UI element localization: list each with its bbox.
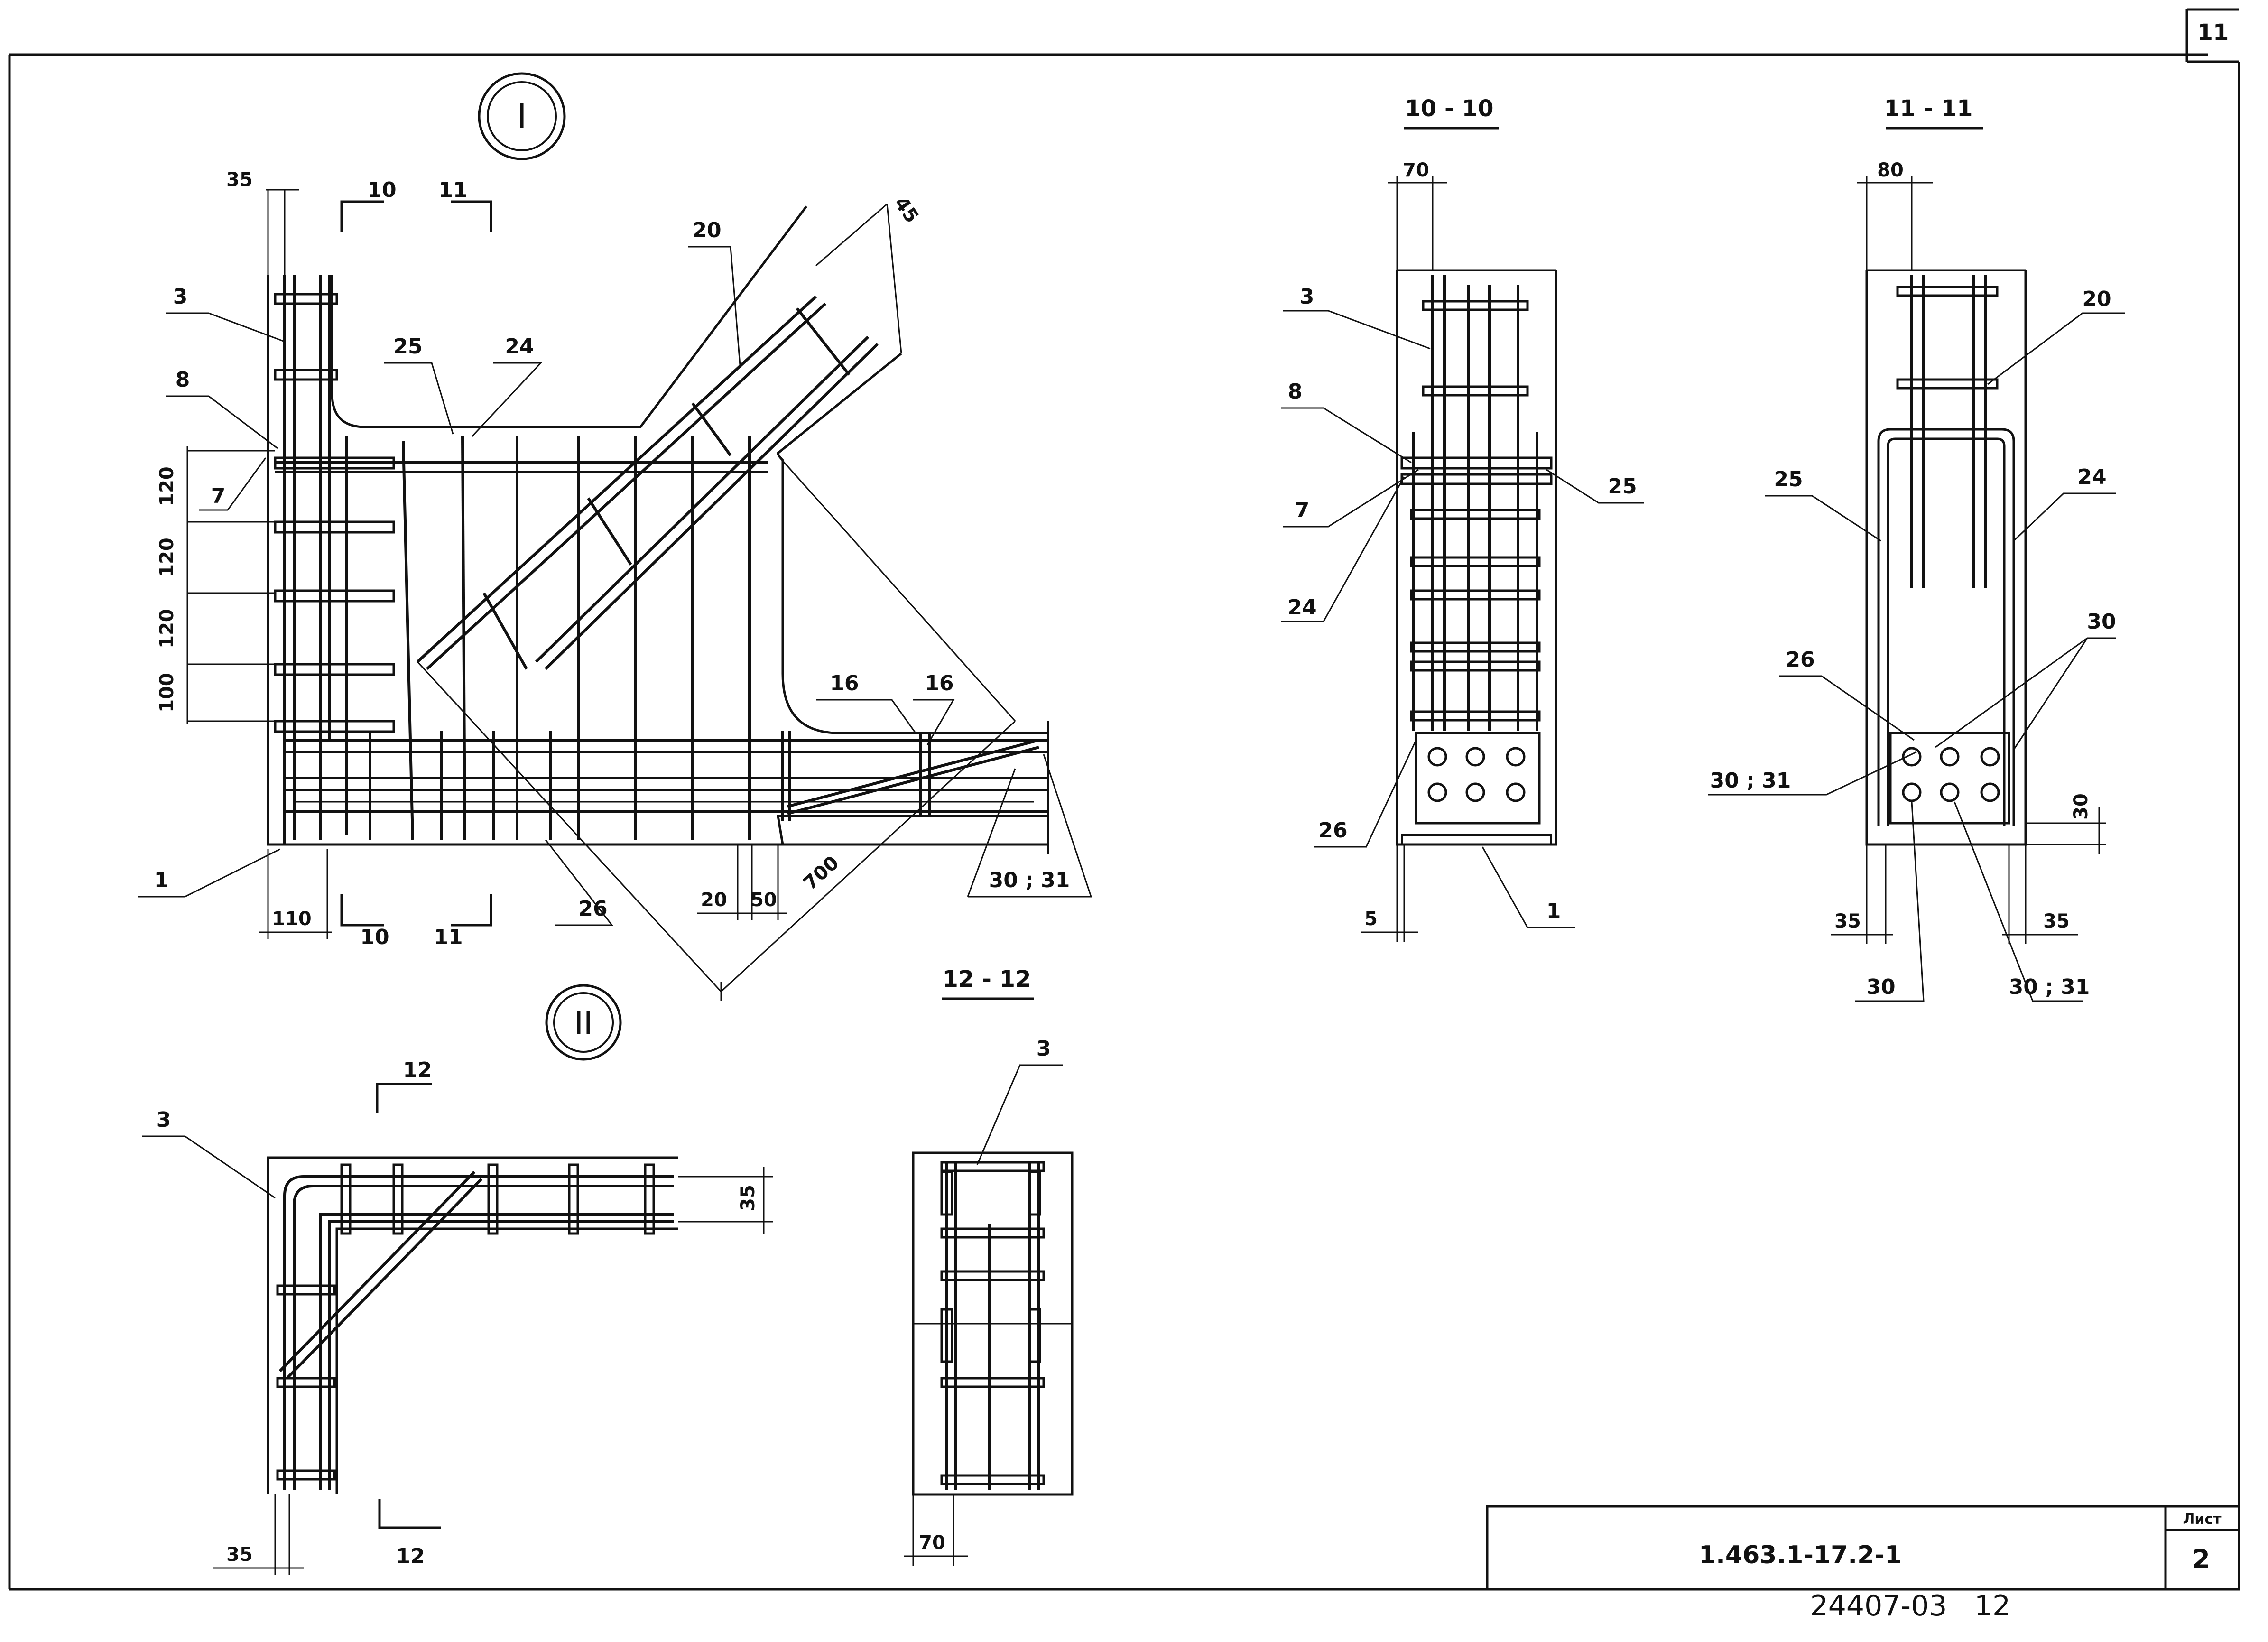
pos-label-25: 25 <box>393 334 422 359</box>
pos-label-7: 7 <box>211 484 226 508</box>
view-2-cut-marks <box>376 1083 441 1529</box>
dim-110: 110 <box>272 908 312 930</box>
view-2-leader-3 <box>142 1135 276 1199</box>
dim-120a: 120 <box>156 466 178 506</box>
section-11-dim-30: 30 <box>2070 793 2092 820</box>
section-12-dimensions <box>904 1494 968 1566</box>
section-11-dim-80: 80 <box>1877 159 1904 181</box>
sheet-frame <box>8 8 2240 1591</box>
section-10-dimensions <box>1361 176 1447 942</box>
view-1-section-cuts <box>340 200 492 927</box>
dim-50: 50 <box>750 889 777 911</box>
section-10-reinforcement <box>1400 275 1553 825</box>
dim-120b: 120 <box>156 538 178 577</box>
section-10-pos-1: 1 <box>1546 899 1561 923</box>
cut-mark-10-top: 10 <box>367 178 396 202</box>
section-11-leaders <box>1708 312 2125 1002</box>
section-10-title: 10 - 10 <box>1405 95 1494 122</box>
node-1-marker <box>478 72 566 160</box>
section-10-dim-70: 70 <box>1403 159 1429 181</box>
pos-label-16b: 16 <box>925 671 953 696</box>
view-2-outline <box>267 1156 678 1494</box>
section-11-pos-30-31a: 30 ; 31 <box>1710 769 1791 793</box>
node-2-label: II <box>574 1005 593 1042</box>
dim-120c: 120 <box>156 609 178 649</box>
view-2-reinforcement <box>276 1163 674 1490</box>
section-12-pos-3: 3 <box>1037 1037 1051 1061</box>
cut-mark-11-bottom: 11 <box>434 925 463 949</box>
pos-label-30-31: 30 ; 31 <box>989 868 1070 892</box>
section-11-pos-26: 26 <box>1786 648 1814 672</box>
cut-mark-12-top: 12 <box>403 1058 432 1082</box>
section-10-pos-24: 24 <box>1287 595 1316 620</box>
dim-35: 35 <box>226 169 253 191</box>
section-11-pos-24: 24 <box>2077 465 2106 489</box>
section-11-pos-30a: 30 <box>2087 610 2116 634</box>
view-2-dim-35-right: 35 <box>737 1185 759 1211</box>
pos-label-20: 20 <box>692 218 721 242</box>
pos-label-1: 1 <box>154 868 169 892</box>
section-10-dim-5: 5 <box>1364 908 1378 930</box>
section-12-dim-70: 70 <box>919 1532 945 1554</box>
pos-label-3: 3 <box>173 285 188 309</box>
pos-label-24: 24 <box>505 334 534 359</box>
view-2-dimensions <box>213 1167 773 1575</box>
section-11-title: 11 - 11 <box>1884 95 1973 122</box>
view-2-dim-35-bottom: 35 <box>226 1544 253 1566</box>
corner-number: 11 <box>2197 19 2229 46</box>
section-11-dim-35-left: 35 <box>1834 910 1861 932</box>
stamp-number: 1.463.1-17.2-1 <box>1699 1541 1902 1569</box>
title-block <box>1486 1505 2240 1591</box>
section-12-reinforcement <box>940 1161 1045 1490</box>
dim-45: 45 <box>890 193 923 227</box>
section-11-pos-30-31b: 30 ; 31 <box>2009 975 2090 999</box>
bottom-page: 12 <box>1974 1589 2010 1623</box>
section-10-pos-8: 8 <box>1288 380 1303 404</box>
view-1-reinforcement <box>274 275 1048 1001</box>
cut-mark-12-bottom: 12 <box>396 1544 425 1568</box>
sheet-label: Лист <box>2183 1511 2222 1528</box>
cut-mark-10-bottom: 10 <box>360 925 389 949</box>
view-1-dimensions <box>186 189 902 939</box>
section-10-pos-26: 26 <box>1318 818 1347 843</box>
pos-label-8: 8 <box>176 368 190 392</box>
view-2-pos-label-3: 3 <box>157 1108 171 1132</box>
section-12-title: 12 - 12 <box>943 966 1031 993</box>
section-12-leader-3 <box>976 1064 1063 1165</box>
section-10-outline <box>1396 269 1557 846</box>
section-11-outline <box>1865 269 2027 846</box>
view-1-concrete-outline <box>267 205 1049 854</box>
dim-100: 100 <box>156 673 178 713</box>
section-10-leaders <box>1281 310 1644 928</box>
section-11-pos-30b: 30 <box>1866 975 1895 999</box>
sheet-number: 2 <box>2192 1544 2210 1574</box>
section-11-reinforcement <box>1877 275 2015 826</box>
view-1-leaders <box>138 246 1092 926</box>
section-12-outline <box>912 1151 1074 1496</box>
dim-20: 20 <box>701 889 727 911</box>
node-2-marker <box>545 984 622 1061</box>
section-10-pos-7: 7 <box>1295 498 1310 522</box>
cut-mark-11-top: 11 <box>438 178 467 202</box>
section-10-pos-25: 25 <box>1608 474 1637 499</box>
node-1-label: I <box>517 96 527 136</box>
bottom-code: 24407-03 <box>1810 1589 1947 1623</box>
section-11-pos-20: 20 <box>2082 287 2111 311</box>
section-11-dimensions <box>1831 176 2106 944</box>
section-11-dim-35-right: 35 <box>2043 910 2070 932</box>
dim-700: 700 <box>799 852 843 894</box>
pos-label-16a: 16 <box>830 671 859 696</box>
section-10-pos-3: 3 <box>1300 285 1315 309</box>
pos-label-26: 26 <box>578 897 607 921</box>
section-11-pos-25: 25 <box>1774 467 1803 492</box>
